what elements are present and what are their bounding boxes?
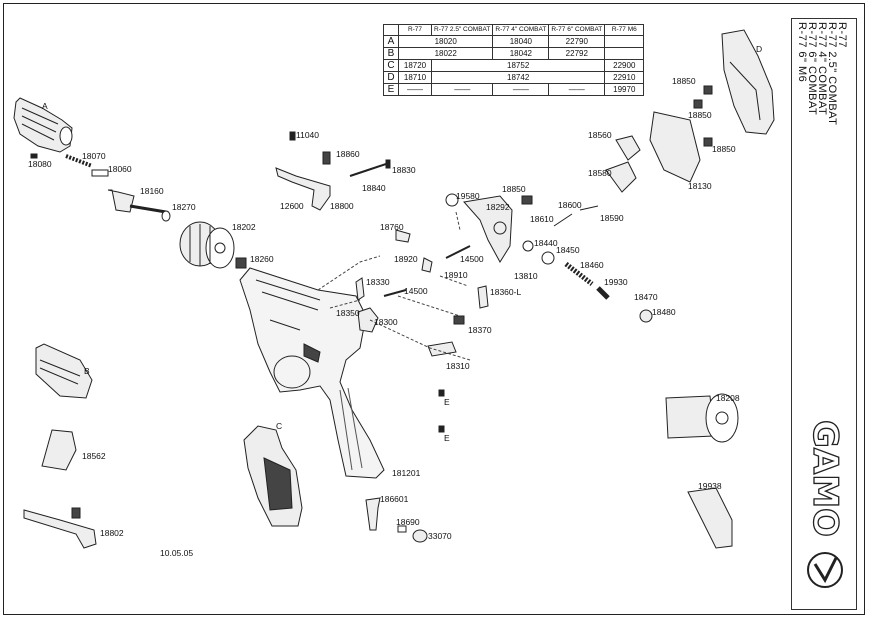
part-number-label: 18562	[82, 451, 106, 461]
gamo-logo: GAMO	[804, 419, 846, 588]
part-number-label: 18850	[712, 144, 736, 154]
part-number-label: E	[444, 433, 450, 443]
part-number-label: 18440	[534, 238, 558, 248]
part-number-label: 19930	[604, 277, 628, 287]
part-number-label: 18202	[232, 222, 256, 232]
title-strip	[791, 18, 857, 610]
part-number-label: 18590	[600, 213, 624, 223]
part-number-label: C	[276, 421, 283, 431]
table-row: B 18022 18042 22792	[383, 47, 645, 60]
part-number-label: 18910	[444, 270, 468, 280]
part-number-label: 13810	[514, 271, 538, 281]
part-number-label: 18080	[28, 159, 52, 169]
part-number-label: 18470	[634, 292, 658, 302]
barrel-a-part	[13, 97, 73, 153]
table-cell: ——	[430, 83, 494, 96]
trigger-right-part	[605, 85, 713, 193]
drawing-frame	[3, 3, 865, 615]
part-number-label: 18860	[336, 149, 360, 159]
part-number-label: 18830	[392, 165, 416, 175]
part-number-label: D	[756, 44, 763, 54]
part-number-label: 18800	[330, 201, 354, 211]
part-number-label: 18560	[588, 130, 612, 140]
part-number-label: 18850	[502, 184, 526, 194]
part-number-label: 12600	[280, 201, 304, 211]
part-number-label: 11040	[296, 130, 320, 140]
part-number-label: 18370	[468, 325, 492, 335]
logo-check-icon	[813, 557, 838, 584]
leader-lines	[317, 211, 471, 361]
part-number-label: 18260	[250, 254, 274, 264]
variant-reference-table: R-77 R-77 2.5" COMBAT R-77 4" COMBAT R-7…	[383, 24, 645, 96]
table-cell: ——	[398, 83, 432, 96]
brand-wordmark: GAMO	[805, 420, 845, 537]
part-number-label: 19580	[456, 191, 480, 201]
part-number-label: 14500	[460, 254, 484, 264]
part-number-label: 18480	[652, 307, 676, 317]
part-number-label: 18580	[588, 168, 612, 178]
small-parts-center	[275, 131, 489, 543]
part-number-label: 18460	[580, 260, 604, 270]
table-header-row: R-77 R-77 2.5" COMBAT R-77 4" COMBAT R-7…	[383, 24, 645, 36]
part-number-label: 18270	[172, 202, 196, 212]
part-number-label: A	[42, 101, 48, 111]
barrel-b-part	[35, 343, 93, 399]
drawing-date: 10.05.05	[160, 548, 194, 558]
table-row: C 18720 18752 22900	[383, 59, 645, 72]
part-number-label: 18060	[108, 164, 132, 174]
part-number-label: B	[84, 366, 90, 376]
part-number-label: 18840	[362, 183, 386, 193]
part-number-label: 18760	[380, 222, 404, 232]
grip-d-part	[721, 29, 775, 135]
part-number-label: 14500	[404, 286, 428, 296]
part-number-label: 18350	[336, 308, 360, 318]
part-19938	[687, 487, 733, 549]
part-number-label: 18850	[688, 110, 712, 120]
part-number-label: 19938	[698, 481, 722, 491]
part-number-label: 18310	[446, 361, 470, 371]
cylinder-18208-part	[665, 393, 739, 443]
part-number-label: 18600	[558, 200, 582, 210]
part-number-label: 18690	[396, 517, 420, 527]
part-number-label: E	[444, 397, 450, 407]
part-number-label: 33070	[428, 531, 452, 541]
part-number-label: 18070	[82, 151, 106, 161]
small-parts-bottom-left	[23, 429, 97, 549]
part-number-label: 18300	[374, 317, 398, 327]
part-number-label: 186601	[380, 494, 409, 504]
part-number-label: 18802	[100, 528, 124, 538]
revolver-frame-part	[239, 267, 385, 479]
part-number-label: 18360-L	[490, 287, 522, 297]
table-cell: 22900	[604, 59, 645, 72]
part-number-label: 18850	[672, 76, 696, 86]
hammer-assembly-part	[445, 193, 653, 323]
part-number-label: 18330	[366, 277, 390, 287]
part-number-label: 18450	[556, 245, 580, 255]
table-row: E —— —— —— —— 19970	[383, 83, 645, 96]
table-cell: 19970	[604, 83, 645, 96]
part-number-label: 18610	[530, 214, 554, 224]
grip-c-part	[243, 425, 303, 527]
part-number-label: 18160	[140, 186, 164, 196]
part-number-label: 18208	[716, 393, 740, 403]
part-number-label: 18920	[394, 254, 418, 264]
table-cell: ——	[548, 83, 606, 96]
part-number-label: 181201	[392, 468, 421, 478]
part-number-label: 18130	[688, 181, 712, 191]
small-parts-left	[30, 153, 171, 222]
logo-emblem-icon	[807, 552, 843, 588]
cylinder-part	[179, 221, 247, 269]
part-number-label: 18292	[486, 202, 510, 212]
